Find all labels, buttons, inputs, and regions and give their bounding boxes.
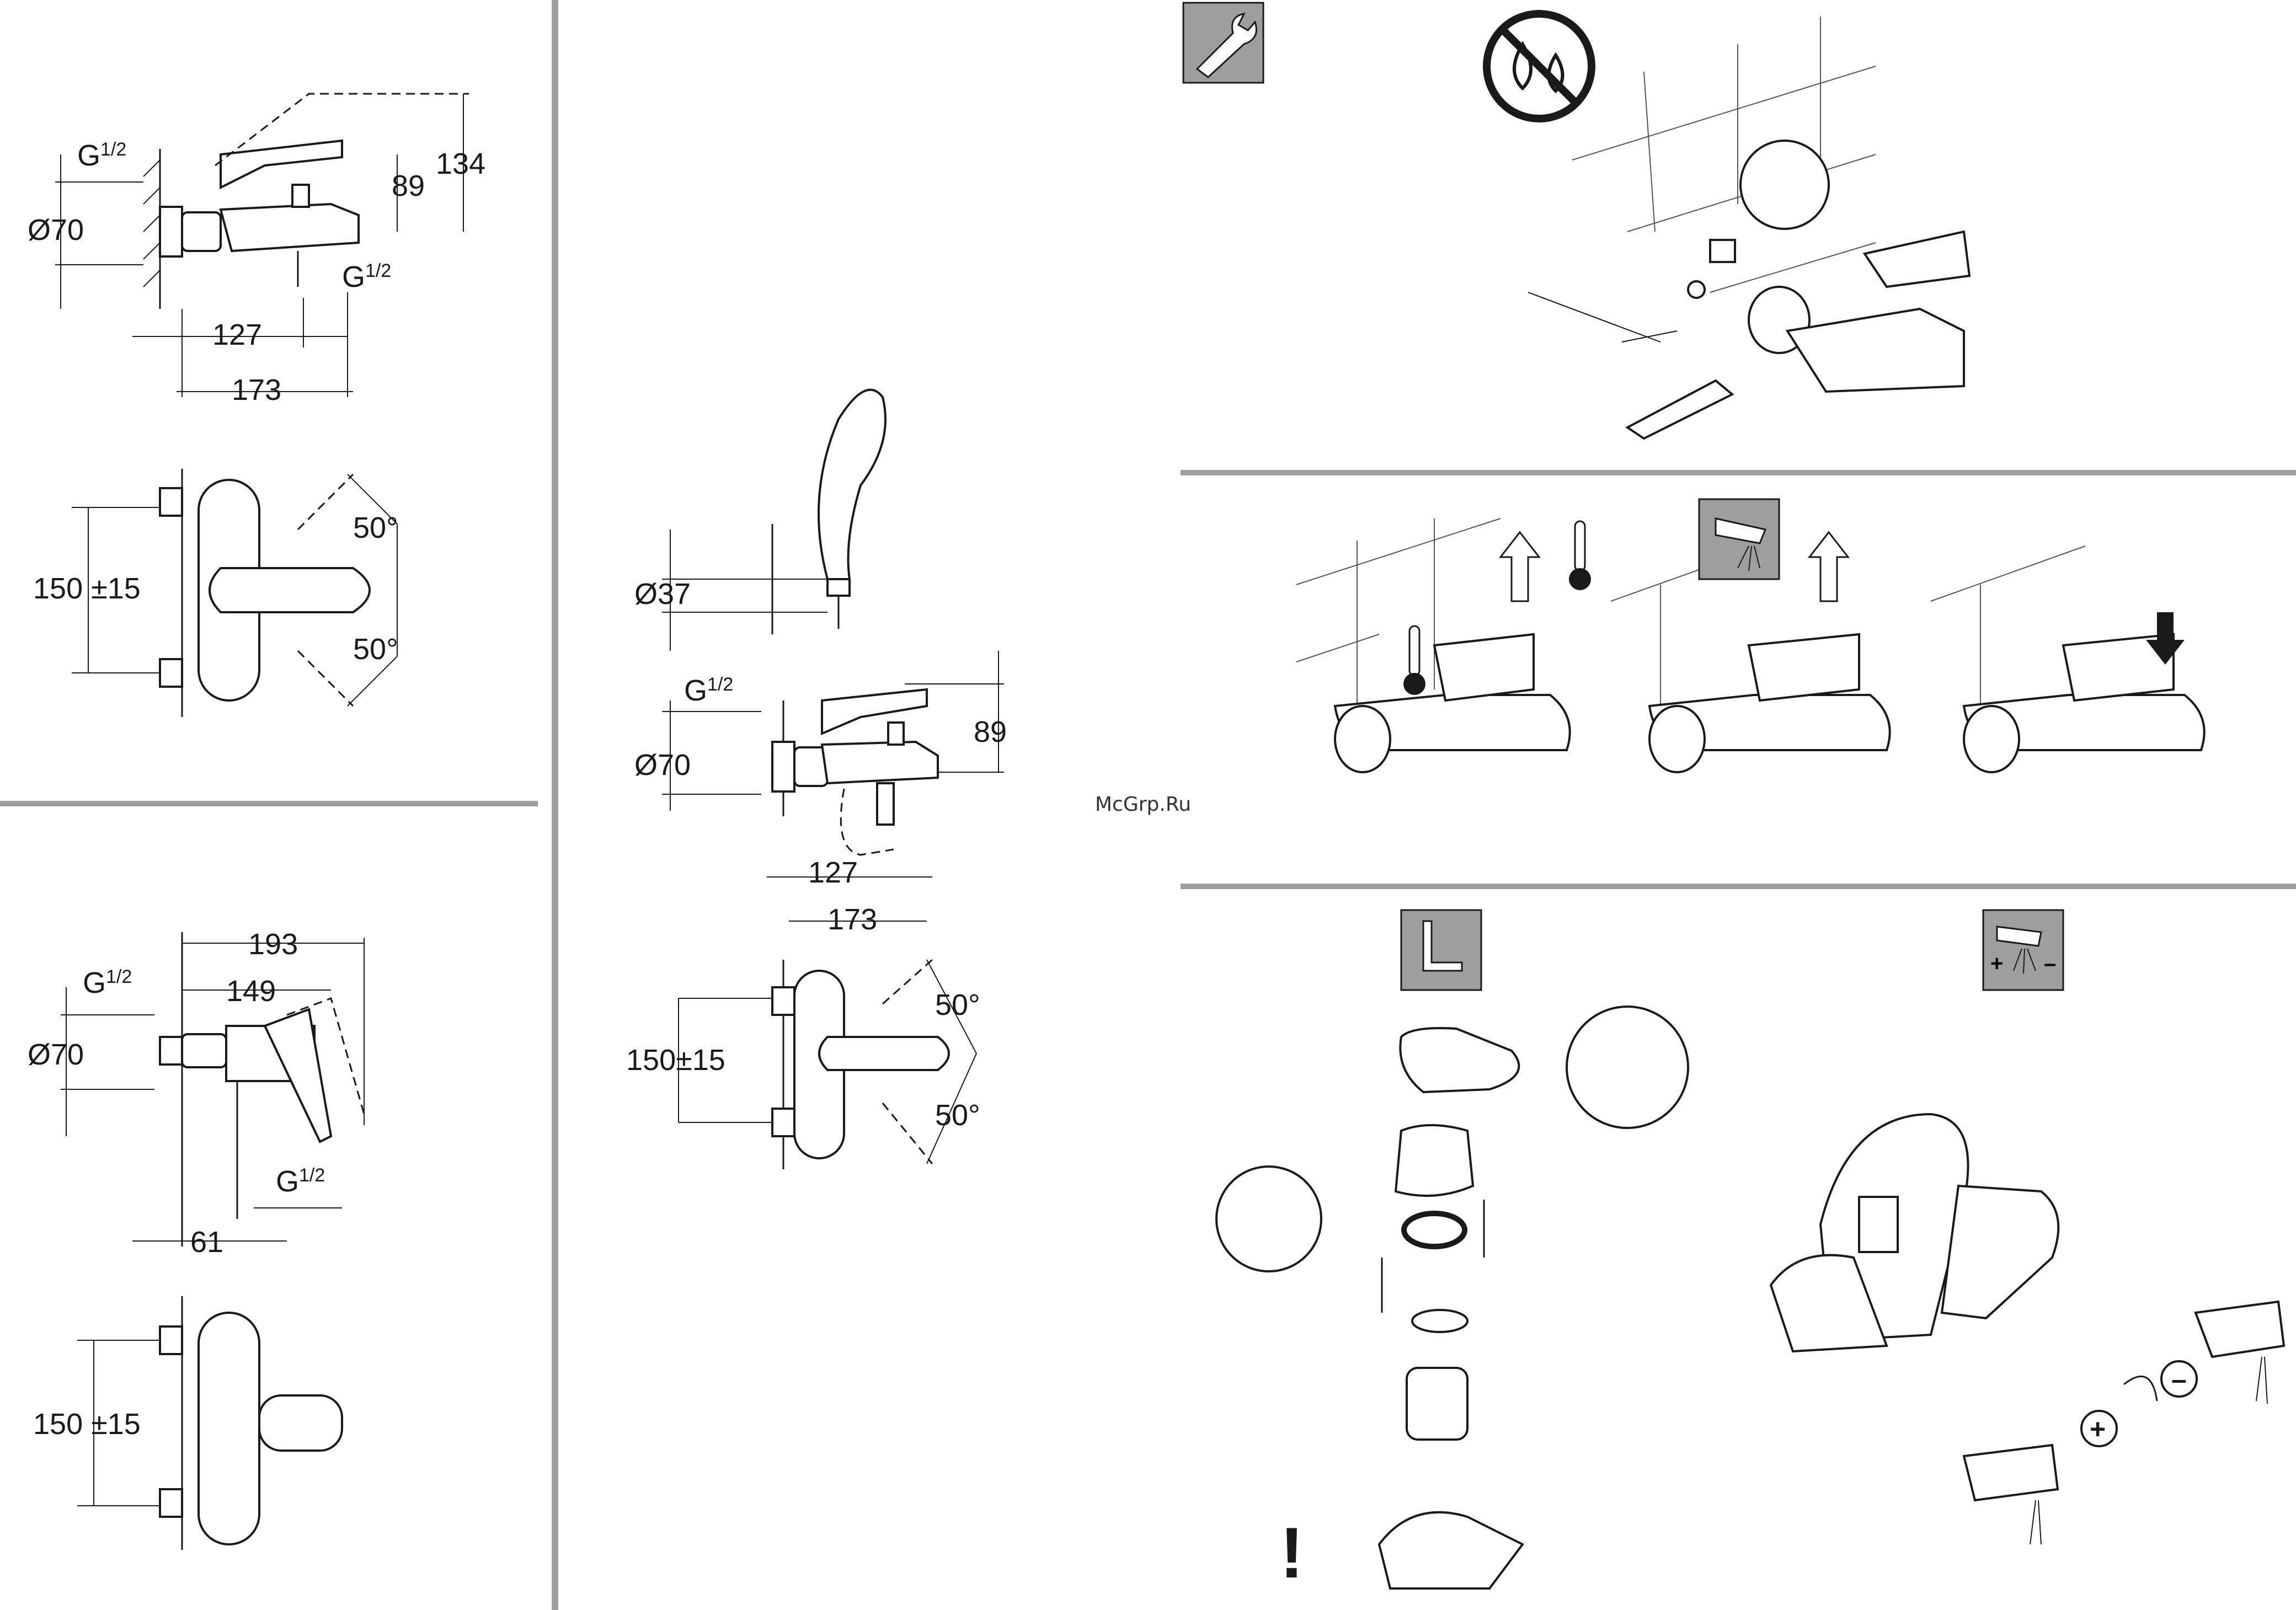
dim-angle-50-bottom: 50° [935,1099,980,1132]
bath-mixer-dimension-drawing: G1/2 Ø70 89 134 G1/2 127 173 [28,94,485,406]
thermometer-icon [1403,626,1425,695]
dim-g-half-top: G1/2 [77,139,126,172]
dim-134: 134 [436,147,485,180]
dim-diameter-70: Ø70 [634,748,691,782]
right-divider-1 [1181,470,2296,475]
cartridge-exploded-view: ! [1216,1007,1688,1593]
tool-wrench-box [1183,3,1263,83]
operation-sequence [1296,499,2204,772]
dim-150-pm-15: 150 ±15 [33,1408,141,1441]
svg-text:+: + [1990,951,2003,976]
dim-diameter-70: Ø70 [28,213,84,247]
dim-89: 89 [392,169,425,202]
plus-sign: + [2090,1414,2106,1445]
shower-spray-icon [1699,499,1779,579]
dim-149: 149 [226,975,276,1008]
dim-193: 193 [248,928,298,961]
right-divider-2 [1181,884,2296,889]
installation-exploded-parts [1528,141,1969,438]
dim-angle-50-bottom: 50° [353,633,398,666]
thermometer-icon [1569,521,1591,590]
dim-89: 89 [974,715,1007,748]
svg-text:–: – [2044,951,2056,976]
no-grease-icon [1487,14,1592,119]
dim-150-pm-15: 150±15 [626,1044,725,1077]
dim-angle-50-top: 50° [935,988,980,1021]
dim-g-half-top: G1/2 [83,966,132,999]
dim-g-half-bottom: G1/2 [342,260,391,293]
warning-exclamation: ! [1280,1512,1304,1593]
dim-angle-50-top: 50° [353,511,398,544]
temperature-limit-adjustment: – + [1771,1114,2284,1544]
shower-mixer-front-view: 150 ±15 [33,1296,342,1550]
hand-shower-drawing: Ø37 [634,390,885,651]
dim-g-half: G1/2 [684,674,733,707]
left-horizontal-divider [0,801,538,806]
dim-diameter-70: Ø70 [28,1038,84,1071]
hex-key-tool-box [1401,910,1481,990]
dim-diameter-37: Ø37 [634,577,691,611]
dim-173: 173 [827,903,877,936]
bath-mixer-front-view: 150 ±15 50° 50° [33,469,398,717]
minus-sign: – [2171,1364,2187,1395]
bath-mixer-handshower-dimension-drawing: G1/2 Ø70 89 127 173 [634,651,1007,936]
shower-mixer-dimension-drawing: 193 G1/2 149 Ø70 G1/2 61 [28,928,364,1259]
dim-173: 173 [232,373,281,406]
bath-mixer-handshower-front-view: 150±15 50° 50° [626,960,980,1169]
dim-61: 61 [190,1226,223,1259]
dim-127: 127 [808,856,858,889]
dim-g-half-bottom: G1/2 [276,1165,325,1198]
temperature-limit-box: + – [1983,910,2063,990]
dim-127: 127 [212,318,262,351]
watermark: McGrp.Ru [1095,793,1191,816]
vertical-divider [552,0,558,1610]
dim-150-pm-15: 150 ±15 [33,572,141,605]
